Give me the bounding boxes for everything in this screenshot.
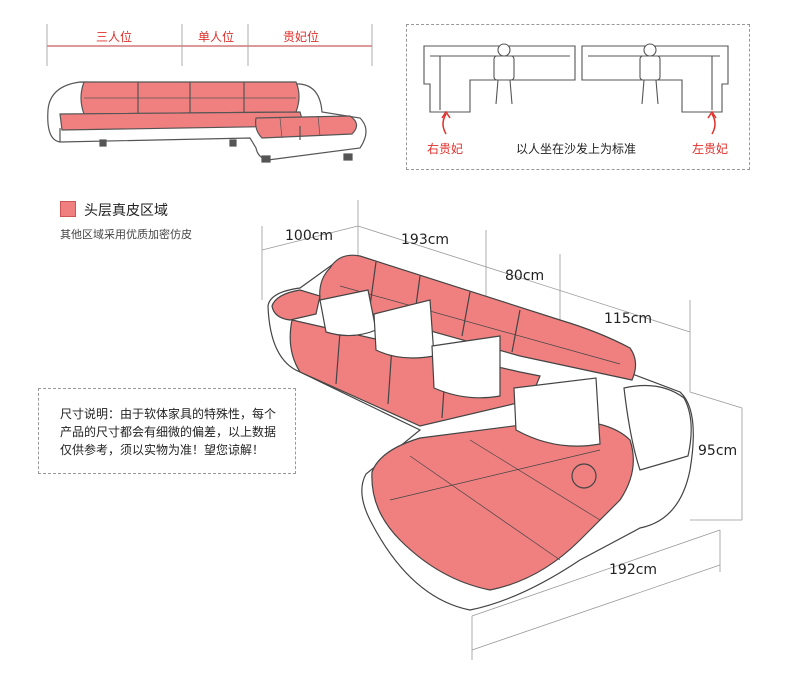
size-note-line-2: 产品的尺寸都会有细微的偏差，以上数据 — [60, 425, 277, 439]
direction-box — [406, 24, 750, 170]
size-note-line-1: 尺寸说明：由于软体家具的特殊性，每个 — [60, 407, 277, 421]
dimension-192cm: 192cm — [609, 562, 658, 578]
direction-caption: 以人坐在沙发上为标准 — [516, 142, 637, 156]
direction-diagram — [423, 43, 729, 135]
seat-label-chaise: 贵妃位 — [283, 30, 320, 44]
dimension-95cm: 95cm — [698, 443, 738, 459]
top-sofa-drawing — [46, 24, 373, 163]
right-chaise-label: 右贵妃 — [427, 142, 464, 156]
seat-label-single: 单人位 — [198, 30, 235, 44]
dimension-80cm: 80cm — [505, 268, 545, 284]
legend-title: 头层真皮区域 — [84, 203, 168, 219]
left-chaise-label: 左贵妃 — [692, 142, 729, 156]
legend-subtitle: 其他区域采用优质加密仿皮 — [60, 228, 192, 241]
dimension-115cm: 115cm — [604, 311, 653, 327]
seat-label-three: 三人位 — [96, 30, 133, 44]
size-note-line-3: 仅供参考，须以实物为准！望您谅解！ — [60, 443, 265, 457]
dimension-193cm: 193cm — [401, 232, 450, 248]
leather-swatch — [60, 201, 76, 217]
size-note-box — [38, 388, 296, 474]
main-sofa-drawing — [261, 200, 743, 660]
dimension-100cm: 100cm — [285, 228, 334, 244]
